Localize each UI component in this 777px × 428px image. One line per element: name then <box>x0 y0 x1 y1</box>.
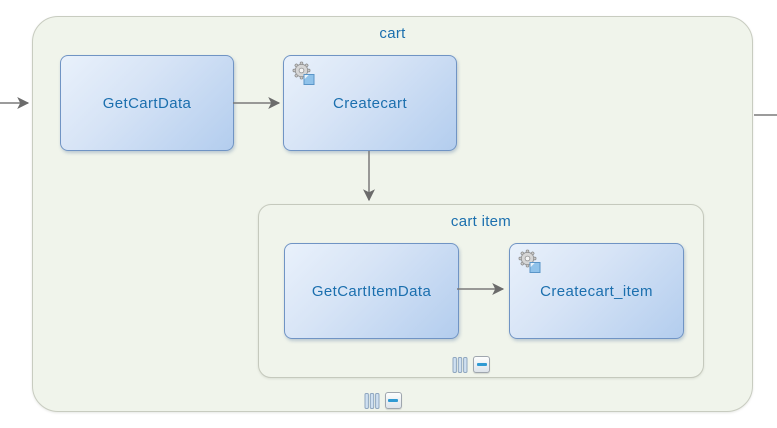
node-getcartdata-label: GetCartData <box>102 94 192 112</box>
node-createcart-item-label: Createcart_item <box>540 282 653 300</box>
collapse-minus-button[interactable] <box>384 392 402 409</box>
container-cart-item-footer <box>452 356 490 373</box>
node-createcart-item[interactable]: Createcart_item <box>509 243 684 339</box>
node-getcartitemdata[interactable]: GetCartItemData <box>284 243 459 339</box>
gripper-icon[interactable] <box>452 356 468 373</box>
blue-page-badge <box>303 74 315 85</box>
blue-page-badge <box>529 262 541 273</box>
gear-script-icon <box>292 61 315 85</box>
process-container-cart-item[interactable]: cart item GetCartItemData <box>258 204 704 378</box>
gripper-icon[interactable] <box>364 392 380 409</box>
node-getcartdata[interactable]: GetCartData <box>60 55 234 151</box>
minus-icon <box>476 363 487 366</box>
container-cart-label: cart <box>379 25 406 42</box>
container-cart-item-label: cart item <box>450 213 512 230</box>
container-cart-footer <box>364 392 402 409</box>
node-getcartitemdata-label: GetCartItemData <box>311 282 432 300</box>
collapse-minus-button[interactable] <box>473 356 490 373</box>
minus-icon <box>388 399 398 402</box>
node-createcart[interactable]: Createcart <box>283 55 457 151</box>
process-container-cart[interactable]: cart GetCartData Create <box>32 16 753 412</box>
node-createcart-label: Createcart <box>332 94 408 112</box>
gear-script-icon <box>518 249 541 273</box>
